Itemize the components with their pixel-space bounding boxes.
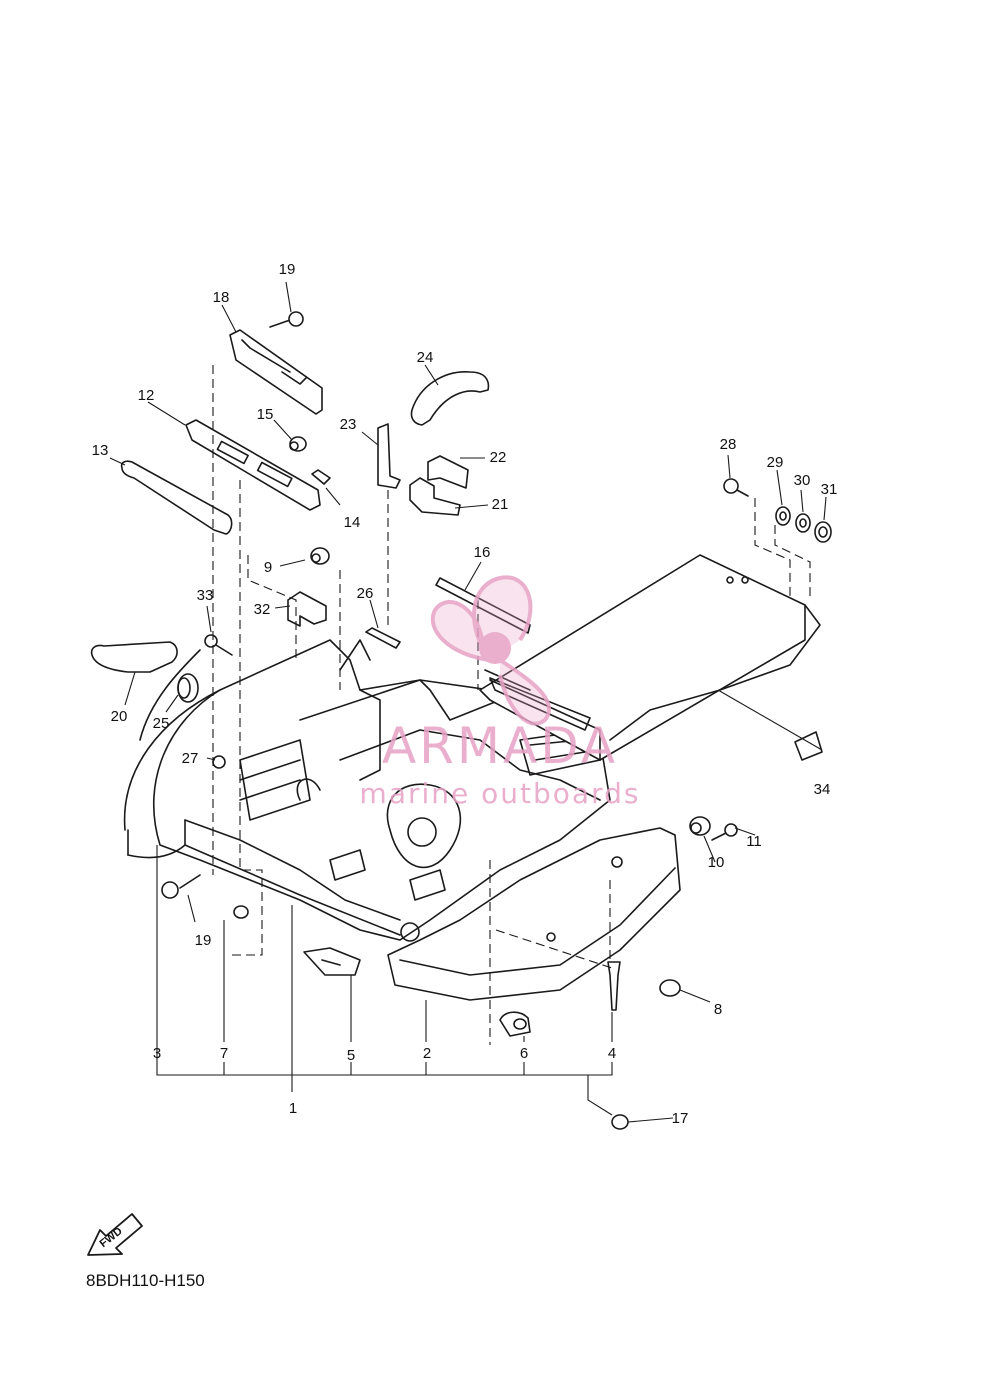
handle-24	[410, 371, 490, 426]
callout-3: 3	[153, 1045, 161, 1062]
washer-30	[795, 513, 811, 533]
callout-5: 5	[347, 1047, 355, 1064]
callout-25: 25	[153, 715, 170, 732]
washer-29	[775, 506, 791, 526]
watermark-logo: ARMADA marine outboards	[360, 575, 641, 810]
callout-14: 14	[344, 514, 361, 531]
grommet-17	[611, 1114, 629, 1130]
pad-20	[90, 641, 178, 673]
callout-11: 11	[746, 833, 762, 850]
block-22	[427, 455, 469, 489]
rear-plate-part	[479, 554, 821, 761]
callout-22: 22	[490, 449, 507, 466]
apron-part	[387, 827, 681, 1001]
hook-5	[303, 947, 361, 976]
callout-13: 13	[92, 442, 109, 459]
strip-16	[435, 577, 531, 634]
bolt-11	[711, 823, 738, 841]
bushing-25	[177, 673, 199, 703]
grommet-8	[659, 979, 681, 997]
callout-10: 10	[708, 854, 725, 871]
callout-23: 23	[340, 416, 357, 433]
watermark-brand: ARMADA	[382, 717, 618, 775]
grommet-27	[212, 755, 226, 769]
callout-8: 8	[714, 1001, 722, 1018]
block-21	[409, 477, 461, 516]
plate-12	[185, 419, 321, 511]
pin-4	[607, 961, 621, 1011]
watermark-tagline: marine outboards	[360, 777, 641, 810]
callout-28: 28	[720, 436, 737, 453]
plate-26	[365, 627, 401, 649]
callout-19-top: 19	[279, 261, 296, 278]
bottom-cowling-part	[123, 639, 611, 942]
grommet-10	[689, 816, 711, 836]
callout-9: 9	[264, 559, 272, 576]
bracket-18	[229, 329, 323, 415]
handle-13	[120, 460, 233, 535]
callout-7: 7	[220, 1045, 228, 1062]
callout-6: 6	[520, 1045, 528, 1062]
callout-20: 20	[111, 708, 128, 725]
bolt-19-top	[269, 311, 304, 328]
callout-4: 4	[608, 1045, 616, 1062]
callout-30: 30	[794, 472, 811, 489]
callout-33: 33	[197, 587, 214, 604]
callout-15: 15	[257, 406, 274, 423]
grommet-9	[310, 547, 330, 565]
bolt-19-bottom	[161, 874, 201, 899]
callout-31: 31	[821, 481, 838, 498]
diagram-code: 8BDH110-H150	[86, 1271, 205, 1290]
callout-32: 32	[254, 601, 271, 618]
plug-7	[233, 905, 249, 919]
callout-2: 2	[423, 1045, 431, 1062]
callout-26: 26	[357, 585, 374, 602]
fwd-arrow-icon	[87, 1213, 143, 1256]
callout-17: 17	[672, 1110, 689, 1127]
clip-32	[287, 591, 327, 627]
callout-1: 1	[289, 1100, 297, 1117]
plate-14	[311, 469, 331, 485]
grommet-15	[289, 436, 307, 452]
callout-27: 27	[182, 750, 199, 767]
callout-21: 21	[492, 496, 509, 513]
clip-6	[499, 1011, 531, 1037]
callout-18: 18	[213, 289, 230, 306]
bolt-33	[204, 634, 233, 656]
bar-23	[377, 423, 401, 489]
callout-19-bottom: 19	[195, 932, 212, 949]
callout-numbers: 1 2 3 4 5 6 7 8 9 10 11 12 13 14 15 16 1…	[92, 261, 838, 1127]
nut-31	[814, 521, 832, 543]
callout-34: 34	[814, 781, 831, 798]
callout-16: 16	[474, 544, 491, 561]
callout-24: 24	[417, 349, 434, 366]
label-34	[794, 731, 823, 761]
callout-12: 12	[138, 387, 155, 404]
callout-29: 29	[767, 454, 784, 471]
leader-lines	[109, 281, 827, 1123]
bolt-28	[723, 478, 749, 497]
